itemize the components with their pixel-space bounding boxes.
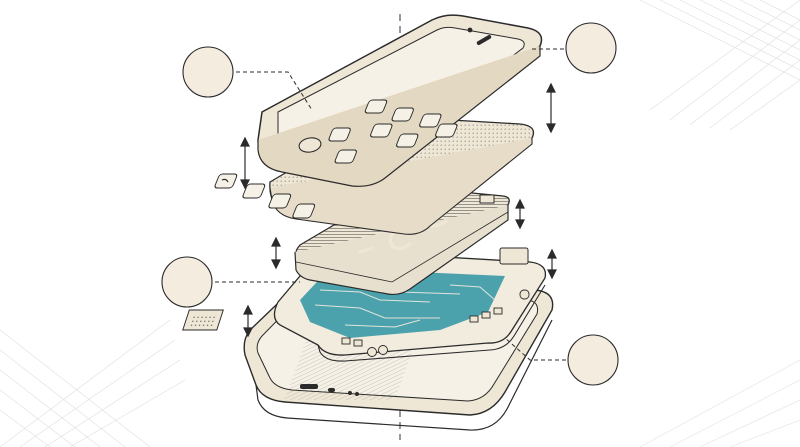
- front-glass-display: [257, 14, 543, 187]
- chat-icon: [242, 183, 266, 199]
- arrow-right-top: [546, 82, 556, 134]
- arrow-left-top: [240, 136, 250, 190]
- callout-bottom-right: [504, 334, 619, 386]
- settings-icon: [364, 99, 388, 114]
- front-camera: [467, 27, 473, 33]
- callout-middle-left: [161, 256, 300, 308]
- camera-icon: [391, 107, 414, 122]
- phone-icon: [214, 173, 238, 189]
- earpiece: [476, 35, 492, 45]
- background-grid-top-right: [639, 0, 800, 131]
- arrow-left-bottom: [243, 304, 253, 338]
- layer-arrows: [240, 82, 557, 338]
- arrow-right-bottom: [547, 248, 557, 280]
- callout-top-right: [530, 22, 617, 74]
- home-button: [298, 137, 322, 153]
- arrow-left-mid: [271, 236, 281, 270]
- compass-icon: [268, 193, 292, 209]
- background-grid-bottom-right: [639, 359, 800, 447]
- display-icons: [328, 99, 458, 164]
- callout-top-left: [182, 46, 313, 111]
- arrow-right-mid: [515, 198, 525, 230]
- touch-layer-icons: [214, 173, 316, 219]
- music-icon: [292, 203, 316, 219]
- mail-icon: [370, 123, 393, 138]
- photos-icon: [396, 133, 419, 148]
- background-grid-bottom-left: [0, 319, 186, 447]
